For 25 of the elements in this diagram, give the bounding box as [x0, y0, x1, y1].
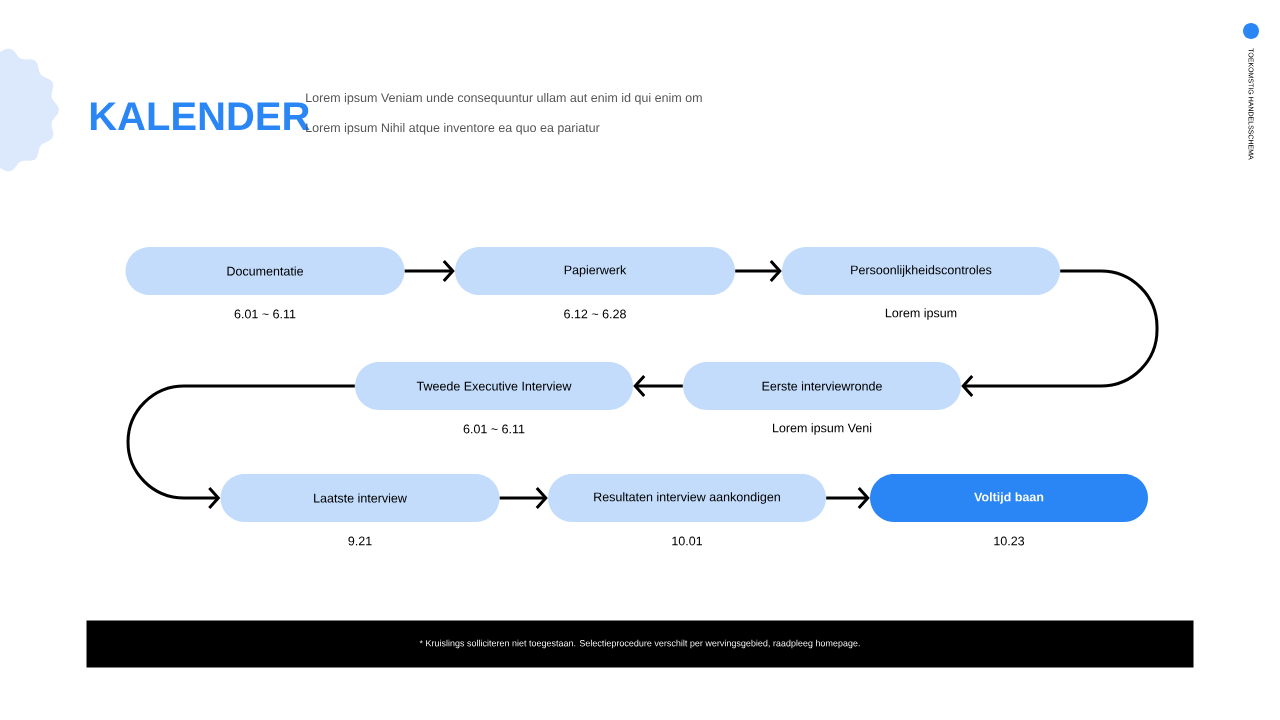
arrow	[404, 260, 455, 282]
date-label: 9.21	[348, 536, 372, 546]
step-pill: Eerste interviewronde	[683, 362, 961, 410]
footer-bar: * Kruislings solliciteren niet toegestaan. Selectieprocedure verschilt per wervingsgebied, raadpleeg homepage.	[86, 620, 1194, 668]
arrow	[826, 487, 870, 509]
step-pill: Voltijd baan	[870, 474, 1148, 522]
subtitle-text: Lorem ipsum Veniam unde consequuntur ullam aut enim id qui enim om	[306, 92, 702, 105]
date-label: Lorem ipsum Veni	[773, 423, 872, 435]
date-label: 6.01 ~ 6.11	[463, 424, 525, 434]
date-label: 6.01 ~ 6.11	[234, 309, 296, 319]
step-pill: Papierwerk	[455, 247, 735, 295]
date-label: 10.01	[672, 536, 703, 546]
date-label: 10.23	[994, 536, 1025, 546]
arrow	[499, 487, 548, 509]
arrow	[126, 384, 355, 509]
step-pill: Tweede Executive Interview	[355, 362, 633, 410]
arrow	[735, 260, 782, 282]
arrow	[633, 375, 683, 397]
date-label: Lorem ipsum	[885, 308, 957, 320]
step-pill: Laatste interview	[220, 474, 500, 522]
step-pill: Resultaten interview aankondigen	[548, 474, 826, 522]
date-label: 6.12 ~ 6.28	[564, 309, 626, 319]
step-pill: Documentatie	[125, 247, 405, 295]
step-pill: Persoonlijkheidscontroles	[782, 247, 1060, 295]
arrow	[961, 269, 1159, 397]
